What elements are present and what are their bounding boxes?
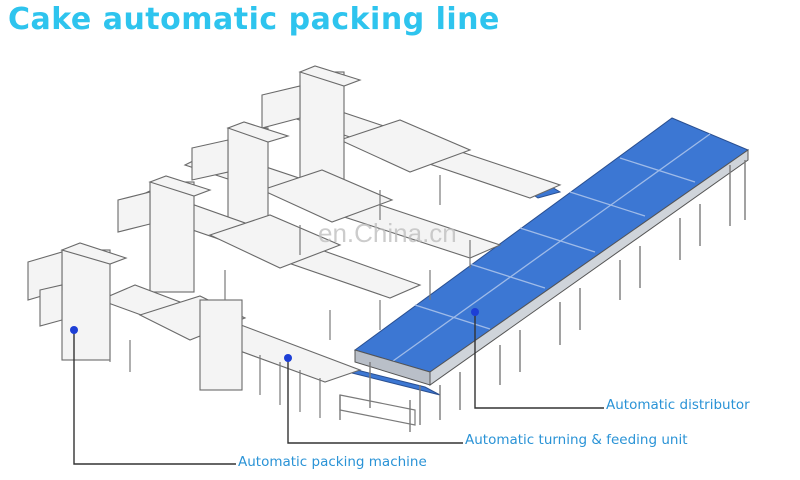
- callout-leaders: [73, 312, 604, 465]
- automatic-packing-machine-label: Automatic packing machine: [238, 454, 427, 470]
- distributor-legs: [339, 160, 746, 432]
- packing-lines: [27, 65, 562, 391]
- callout-markers: [70, 308, 479, 362]
- automatic-distributor-label: Automatic distributor: [606, 397, 750, 413]
- distributor-marker-dot: [471, 308, 479, 316]
- distributor-conveyor: [353, 117, 750, 386]
- turning-unit-marker-dot: [284, 354, 292, 362]
- packing-machine-marker-dot: [70, 326, 78, 334]
- automatic-turning-feeding-label: Automatic turning & feeding unit: [465, 432, 688, 448]
- page-title: Cake automatic packing line: [8, 2, 500, 37]
- machine-legs: [109, 175, 471, 418]
- watermark-text: en.China.cn: [318, 218, 457, 248]
